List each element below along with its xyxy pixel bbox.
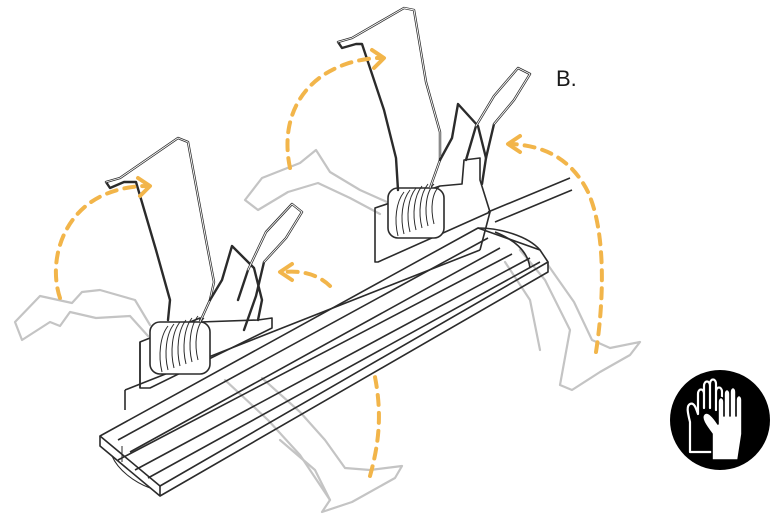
left-coil-spring: [149, 315, 211, 375]
arrow-left-clip-inner: [282, 269, 332, 288]
gloves-icon: [670, 370, 770, 470]
arrow-head: [370, 48, 386, 70]
arrow-head: [278, 262, 294, 282]
arrow-head: [136, 176, 152, 198]
motion-arrows: [53, 48, 604, 478]
arrow-bottom: [368, 370, 381, 478]
ghost-clip-positions: [13, 148, 642, 514]
arrow-head: [506, 134, 522, 154]
arrow-right-clip-inner: [510, 142, 604, 354]
left-mounting-clip: [104, 136, 304, 389]
arrow-left-clip-outer: [53, 184, 148, 300]
step-label: B.: [556, 66, 577, 91]
right-mounting-clip: [336, 6, 532, 263]
right-coil-spring: [387, 183, 445, 239]
arrow-right-clip-outer: [285, 56, 382, 170]
fixture-housing: [99, 177, 573, 497]
